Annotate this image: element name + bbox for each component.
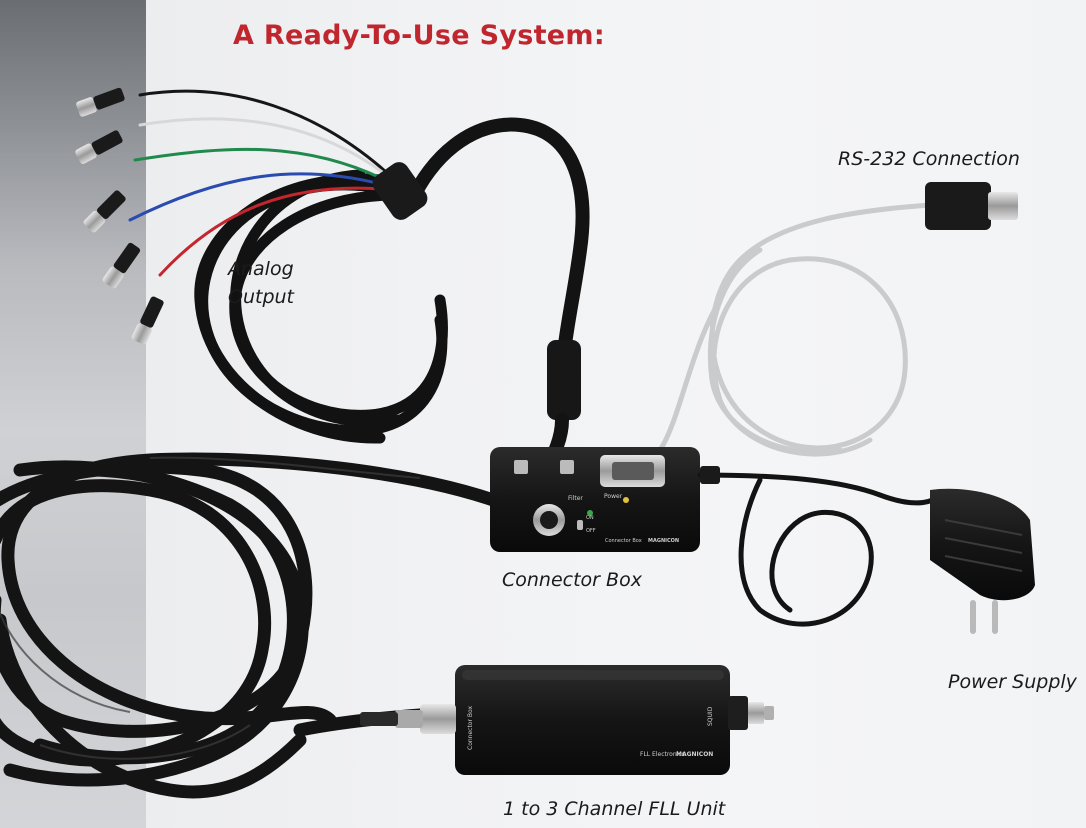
fll-electronics-marking: FLL Electronics (640, 751, 685, 758)
power-supply-label: Power Supply (948, 671, 1077, 693)
fll-unit-label: 1 to 3 Channel FLL Unit (503, 798, 726, 820)
rs232-connection-label: RS-232 Connection (838, 148, 1020, 170)
box-on-marking: ON (586, 515, 594, 521)
cable-splitter (372, 162, 428, 220)
fll-cable-coil (0, 452, 522, 799)
connector-box: Power Filter ON OFF Connector Box MAGNIC… (490, 447, 700, 552)
analog-output-label-line1: Analog (228, 258, 294, 280)
box-brand-marking: MAGNICON (648, 538, 679, 544)
box-power-marking: Power (604, 493, 623, 500)
power-cable (697, 472, 943, 627)
connector-box-label: Connector Box (502, 569, 642, 591)
main-cable (405, 117, 590, 407)
fll-brand-marking: MAGNICON (676, 751, 713, 758)
rs232-cable-coil (629, 202, 933, 473)
ferrite-core (547, 340, 581, 420)
bnc-connectors (75, 87, 164, 345)
fll-unit (360, 665, 774, 775)
rs232-connector (925, 182, 1018, 230)
power-supply (930, 488, 1035, 634)
page-title: A Ready-To-Use System: (233, 20, 605, 51)
fll-connector-box-marking: Connector Box (467, 706, 474, 750)
fll-cable-highlights (0, 456, 421, 760)
fll-squid-marking: SQUID (707, 706, 714, 726)
analog-output-label-line2: Output (228, 286, 294, 308)
box-off-marking: OFF (586, 528, 596, 534)
analog-output-label: Analog Output (228, 255, 294, 311)
box-filter-marking: Filter (568, 495, 583, 502)
box-tag-marking: Connector Box (605, 538, 642, 544)
coax-leads (128, 89, 397, 277)
